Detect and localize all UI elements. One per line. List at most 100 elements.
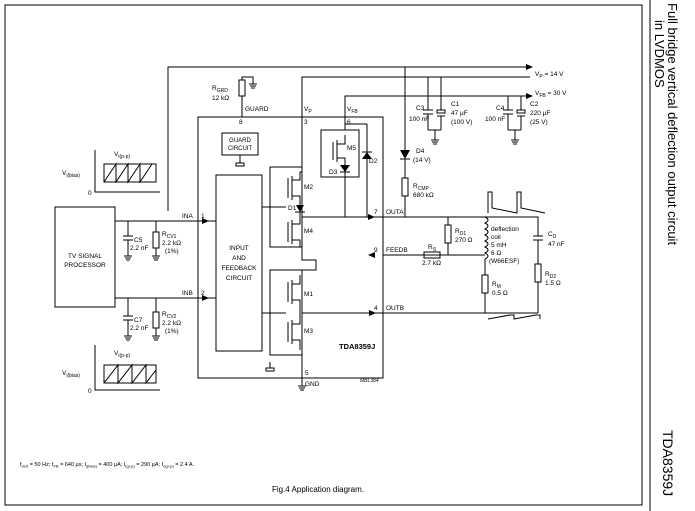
- input-feedback-block: [215, 174, 263, 352]
- coil-type: (W66ESF): [489, 258, 519, 265]
- pin2-name: INB: [182, 290, 193, 297]
- rd2-label: RD2: [545, 271, 556, 280]
- input-feedback-label-2: AND: [232, 255, 246, 262]
- pin8-number: 8: [239, 119, 243, 126]
- rd1-value: 270 Ω: [455, 237, 473, 244]
- c7-label: C7: [134, 317, 143, 324]
- guard-circuit-label-2: CIRCUIT: [228, 146, 253, 152]
- rcv1-label: RCV1: [162, 231, 177, 240]
- c4-label: C4: [496, 105, 505, 112]
- coil-label-1: deflection: [491, 226, 519, 233]
- pin4-name: OUTB: [386, 305, 404, 312]
- vfb-supply-label: VFB = 30 V: [535, 90, 567, 99]
- rcv1-resistor: [152, 231, 160, 249]
- pin9-number: 9: [374, 247, 378, 254]
- rm-resistor: [481, 274, 489, 294]
- side-header-line2: in LVDMOS: [652, 20, 667, 88]
- rd2-value: 1.5 Ω: [545, 280, 561, 287]
- figure-caption: Fig.4 Application diagram.: [272, 485, 364, 494]
- vfb-rail: [344, 95, 530, 117]
- coil-label-2: coil: [491, 234, 501, 241]
- tv-processor-label-1: TV SIGNAL: [68, 253, 102, 260]
- rgrd-value: 12 kΩ: [212, 95, 229, 102]
- coil-resistance: 6 Ω: [491, 250, 501, 257]
- vp-supply-label: VP = 14 V: [535, 71, 564, 80]
- c2-label: C2: [530, 101, 539, 108]
- pin8-name: GUARD: [245, 106, 269, 113]
- d2-label: D2: [369, 158, 378, 165]
- tv-signal-processor-block: [54, 206, 116, 308]
- pin7-name: OUTA: [386, 209, 404, 216]
- input-feedback-label-4: CIRCUIT: [226, 275, 252, 282]
- pin6-number: 6: [347, 119, 351, 126]
- vp-rail: [301, 76, 530, 117]
- pin5-number: 5: [305, 370, 309, 377]
- c2-capacitor: [516, 109, 526, 114]
- pin7-number: 7: [374, 209, 378, 216]
- rcv1-tolerance: (1%): [165, 248, 179, 255]
- rcmp-value: 680 kΩ: [413, 192, 434, 199]
- coil-inductance: 5 mH: [491, 242, 507, 249]
- c7-value: 2.2 nF: [130, 325, 148, 332]
- deflection-coil: [483, 216, 489, 260]
- c1-value: 47 µF: [451, 110, 468, 117]
- rcmp-label: RCMP: [413, 183, 429, 192]
- rm-value: 0.5 Ω: [492, 290, 508, 297]
- c5-value: 2.2 nF: [130, 245, 148, 252]
- side-header-line1: Full bridge vertical deflection output c…: [665, 3, 680, 245]
- m4-label: M4: [304, 228, 313, 235]
- pin3-number: 3: [304, 119, 308, 126]
- rs-value: 2.7 kΩ: [422, 260, 441, 267]
- c1-label: C1: [451, 101, 460, 108]
- rs-label: RS: [428, 244, 437, 253]
- rd1-label: RD1: [455, 228, 466, 237]
- rd1-resistor: [444, 224, 452, 244]
- input-feedback-label-1: INPUT: [229, 245, 249, 252]
- c5-label: C5: [134, 237, 143, 244]
- pin6-name: VFB: [347, 106, 358, 115]
- rd2-resistor: [534, 263, 542, 283]
- c3-value: 100 nF: [409, 116, 429, 123]
- footnote: fvert = 50 Hz; tFB = 640 µs; Ii(bias) = …: [20, 462, 195, 469]
- c4-value: 100 nF: [485, 116, 505, 123]
- rgrd-resistor: [238, 79, 246, 97]
- m5-block: [320, 129, 360, 178]
- pin1-name: INA: [182, 213, 194, 220]
- rcv2-tolerance: (1%): [165, 328, 179, 335]
- pin5-name: GND: [305, 381, 320, 388]
- source-b-zero: 0: [88, 388, 92, 395]
- m1-label: M1: [304, 291, 313, 298]
- source-b-bias-label: Vi(bias): [62, 370, 80, 379]
- input-feedback-label-3: FEEDBACK: [221, 265, 257, 272]
- rm-label: RM: [492, 281, 501, 290]
- rs-resistor: [423, 251, 441, 259]
- cd-label: CD: [548, 231, 557, 240]
- ic-name: TDA8359J: [339, 342, 375, 351]
- cd-value: 47 nF: [548, 241, 565, 248]
- pin3-name: VP: [304, 106, 312, 115]
- source-a-bias-label: Vi(bias): [62, 170, 80, 179]
- source-a-zero: 0: [88, 190, 92, 197]
- d4-label: D4: [416, 148, 425, 155]
- vp-top-rail: [167, 66, 530, 211]
- pin9-name: FEEDB: [386, 247, 408, 254]
- figure-frame: [4, 4, 643, 506]
- rcv2-label: RCV2: [162, 311, 177, 320]
- pin2-number: 2: [201, 290, 205, 297]
- ic-outline: [197, 116, 384, 379]
- c1-rating: (100 V): [451, 119, 472, 126]
- m2-label: M2: [304, 184, 313, 191]
- guard-circuit-label-1: GUARD: [229, 138, 251, 144]
- pin4-number: 4: [374, 305, 378, 312]
- c3-label: C3: [416, 105, 425, 112]
- rgrd-label: RGRD: [212, 85, 228, 94]
- m3-label: M3: [304, 328, 313, 335]
- rcmp-resistor: [401, 177, 409, 197]
- rcv1-value: 2.2 kΩ: [162, 240, 181, 247]
- rcv2-value: 2.2 kΩ: [162, 320, 181, 327]
- source-a-pp-label: Vi(p-p): [114, 151, 130, 160]
- d1-label: D1: [288, 205, 297, 212]
- c2-rating: (25 V): [530, 119, 548, 126]
